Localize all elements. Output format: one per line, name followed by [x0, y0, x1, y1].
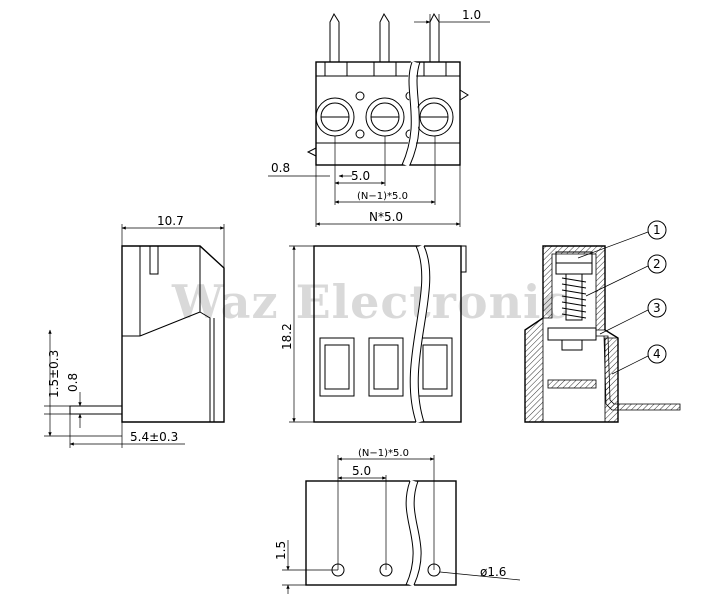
section-view: 1 2 3 4	[524, 220, 681, 423]
dim-pin-offset: 0.8	[271, 161, 290, 175]
callout-3: 3	[653, 301, 661, 315]
dim-pin-thickness: 0.8	[66, 373, 80, 392]
dim-hole-offset: 1.5	[274, 541, 288, 560]
dim-total-width: N*5.0	[369, 210, 403, 224]
dim-pin-height: 1.5±0.3	[47, 350, 61, 398]
top-view: 1.0 0.8 5.0 (N−1)*5.0 N*5.0	[268, 8, 490, 227]
dim-depth: 10.7	[157, 214, 184, 228]
watermark: Waz Electronic	[171, 275, 571, 329]
callout-1: 1	[653, 223, 661, 237]
dim-span-top: (N−1)*5.0	[357, 191, 408, 202]
dim-pitch-bottom: 5.0	[352, 464, 371, 478]
dim-pitch-top: 5.0	[351, 169, 370, 183]
dim-hole-diameter: ø1.6	[480, 565, 506, 579]
callout-2: 2	[653, 257, 661, 271]
callout-4: 4	[653, 347, 661, 361]
bottom-view: (N−1)*5.0 5.0 1.5 ø1.6	[274, 448, 521, 594]
side-view: 10.7 1.5±0.3 0.8 5.4±0.3	[44, 214, 225, 448]
dim-pin-length: 5.4±0.3	[130, 430, 178, 444]
front-view: 18.2	[280, 244, 467, 424]
dim-span-bottom: (N−1)*5.0	[358, 448, 409, 459]
dim-height: 18.2	[280, 323, 294, 350]
dim-pin-width: 1.0	[462, 8, 481, 22]
